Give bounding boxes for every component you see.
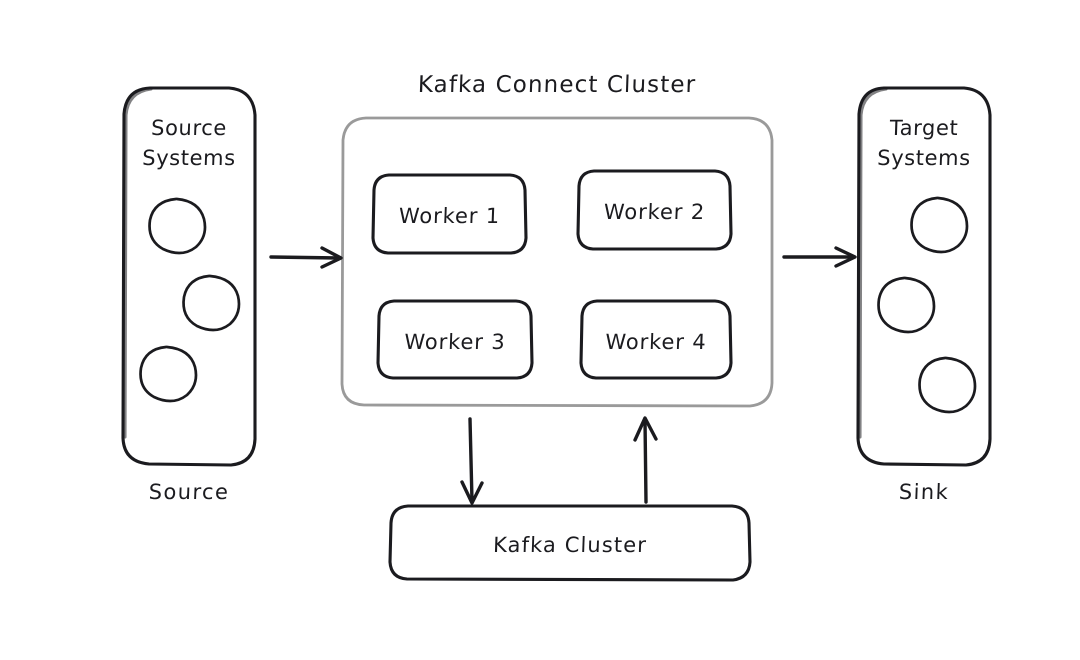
worker-3-label: Worker 3 — [404, 330, 507, 354]
worker-2-label: Worker 2 — [603, 200, 706, 224]
source-caption: Source — [148, 480, 230, 504]
worker-2-box[interactable] — [576, 169, 733, 251]
kafka-cluster-box[interactable] — [388, 504, 752, 582]
source-systems-label-line2: Systems — [141, 146, 237, 170]
worker-4-label: Worker 4 — [605, 330, 708, 354]
source-to-cluster-arrow — [269, 246, 343, 269]
sink-caption: Sink — [898, 480, 950, 504]
source-systems-panel[interactable] — [121, 86, 257, 467]
kafka-cluster-label: Kafka Cluster — [492, 533, 648, 557]
source-node-2 — [182, 274, 241, 332]
worker-1-box[interactable] — [371, 173, 528, 255]
source-node-1 — [148, 197, 207, 255]
worker-1-label: Worker 1 — [398, 204, 501, 228]
source-systems-label-line1: Source — [150, 116, 228, 140]
worker-3-box[interactable] — [376, 299, 534, 380]
target-node-2 — [877, 276, 936, 334]
target-systems-label-line2: Systems — [876, 146, 972, 170]
kafka-to-cluster-arrow — [633, 416, 658, 504]
kafka-connect-cluster-container[interactable] — [340, 116, 774, 408]
target-node-1 — [910, 196, 969, 254]
cluster-title: Kafka Connect Cluster — [417, 72, 697, 98]
worker-4-box[interactable] — [579, 299, 733, 380]
cluster-to-kafka-arrow — [460, 417, 484, 505]
target-node-3 — [918, 356, 977, 414]
target-systems-panel[interactable] — [856, 86, 992, 467]
target-systems-label-line1: Target — [889, 116, 959, 140]
cluster-to-target-arrow — [782, 246, 857, 268]
source-node-3 — [139, 345, 198, 403]
